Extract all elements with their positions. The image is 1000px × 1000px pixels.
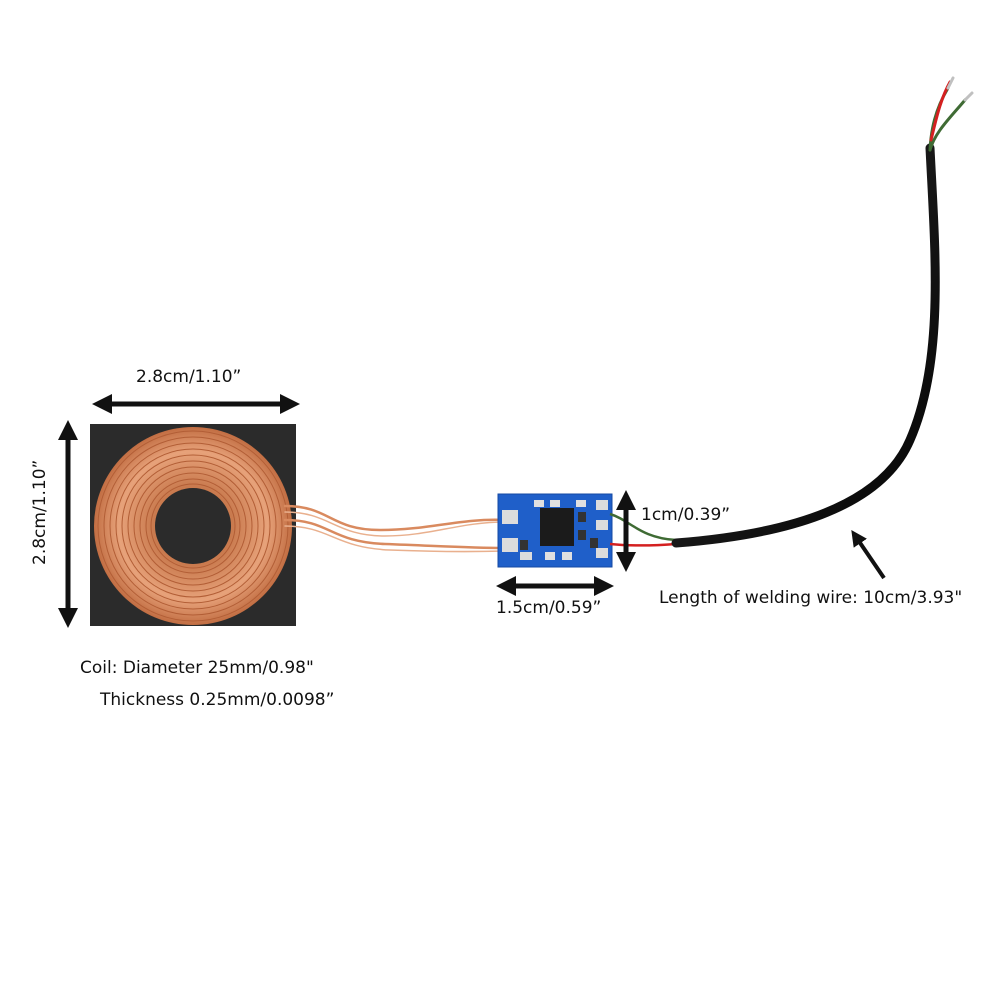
receiver-pcb — [497, 493, 613, 568]
wire-length-label: Length of welding wire: 10cm/3.93" — [659, 588, 963, 608]
welding-cable — [671, 143, 940, 548]
coil-center-hole — [155, 488, 231, 564]
cable-wire-ends — [928, 76, 974, 152]
output-wires — [609, 512, 677, 547]
chip — [540, 508, 574, 546]
coil-lead-wires — [283, 504, 507, 553]
coil-diameter-label: Coil: Diameter 25mm/0.98" — [80, 658, 314, 678]
coil-width-label: 2.8cm/1.10” — [136, 367, 242, 387]
coil-thickness-label: Thickness 0.25mm/0.0098” — [100, 690, 335, 710]
cable-pointer-arrow — [851, 530, 886, 580]
coil-height-label: 2.8cm/1.10” — [30, 459, 50, 565]
solder-pad-left-top — [502, 510, 518, 524]
coil-assembly — [90, 424, 296, 626]
board-height-label: 1cm/0.39” — [641, 505, 731, 525]
solder-pad-left-bottom — [502, 538, 518, 552]
board-width-label: 1.5cm/0.59” — [496, 598, 602, 618]
